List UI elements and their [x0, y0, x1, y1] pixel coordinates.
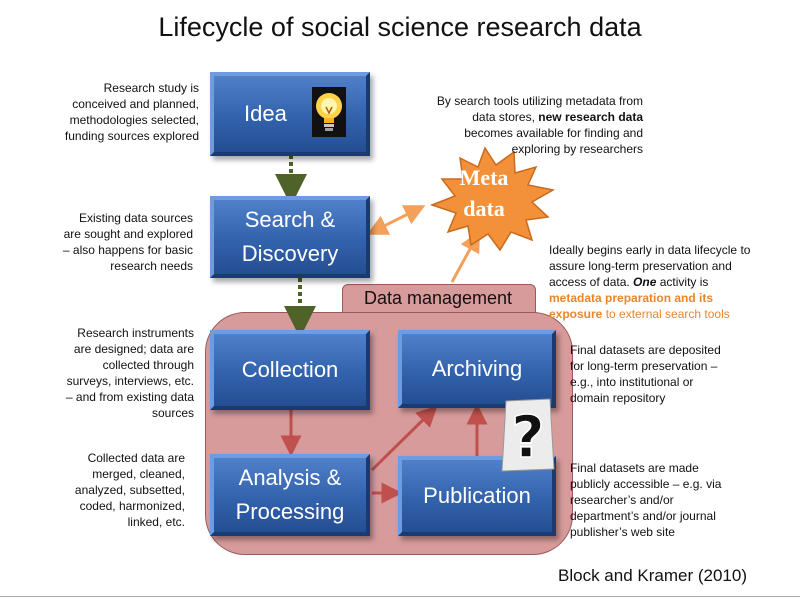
diagram-title: Lifecycle of social science research dat…	[158, 12, 642, 42]
collection-note: Research instruments are designed; data …	[65, 326, 194, 420]
idea-note: Research study is conceived and planned,…	[64, 81, 199, 143]
analysis-processing-box: Analysis & Processing	[210, 454, 370, 536]
collection-box: Collection	[210, 330, 370, 410]
collection-box-label: Collection	[241, 357, 339, 382]
idea-box-label: Idea	[244, 101, 287, 126]
arrow-search-metadata	[366, 205, 426, 235]
metadata-star	[429, 146, 556, 252]
source-credit: Block and Kramer (2010)	[558, 566, 747, 585]
search-box-line1: Search &	[244, 207, 336, 232]
publication-box-label: Publication	[423, 483, 531, 508]
search-note: Existing data sources are sought and exp…	[62, 211, 193, 273]
search-box-line2: Discovery	[241, 241, 339, 266]
archiving-box-label: Archiving	[431, 356, 523, 381]
archiving-note: Final datasets are deposited for long-te…	[570, 343, 721, 405]
question-mark-icon: ?	[501, 398, 555, 472]
footer-divider	[0, 596, 800, 597]
arrow-data-management-to-metadata	[450, 230, 481, 283]
analysis-box-line1: Analysis &	[238, 465, 342, 490]
analysis-note: Collected data are merged, cleaned, anal…	[74, 451, 185, 529]
lightbulb-icon	[312, 87, 346, 137]
metadata-line1: Meta	[460, 165, 509, 190]
metadata-line2: data	[463, 196, 505, 221]
data-management-label: Data management	[363, 288, 513, 308]
data-management-tab	[342, 284, 536, 315]
data-management-note: Ideally begins early in data lifecycle t…	[549, 243, 751, 321]
publication-note: Final datasets are made publicly accessi…	[570, 461, 722, 539]
archiving-box: Archiving	[398, 330, 556, 408]
arrow-analysis-to-archiving	[370, 405, 438, 472]
svg-text:?: ?	[511, 403, 545, 471]
analysis-box-line2: Processing	[235, 499, 345, 524]
search-discovery-box: Search & Discovery	[210, 196, 370, 278]
idea-box: Idea	[210, 72, 370, 156]
metadata-note: By search tools utilizing metadata from …	[436, 94, 643, 156]
